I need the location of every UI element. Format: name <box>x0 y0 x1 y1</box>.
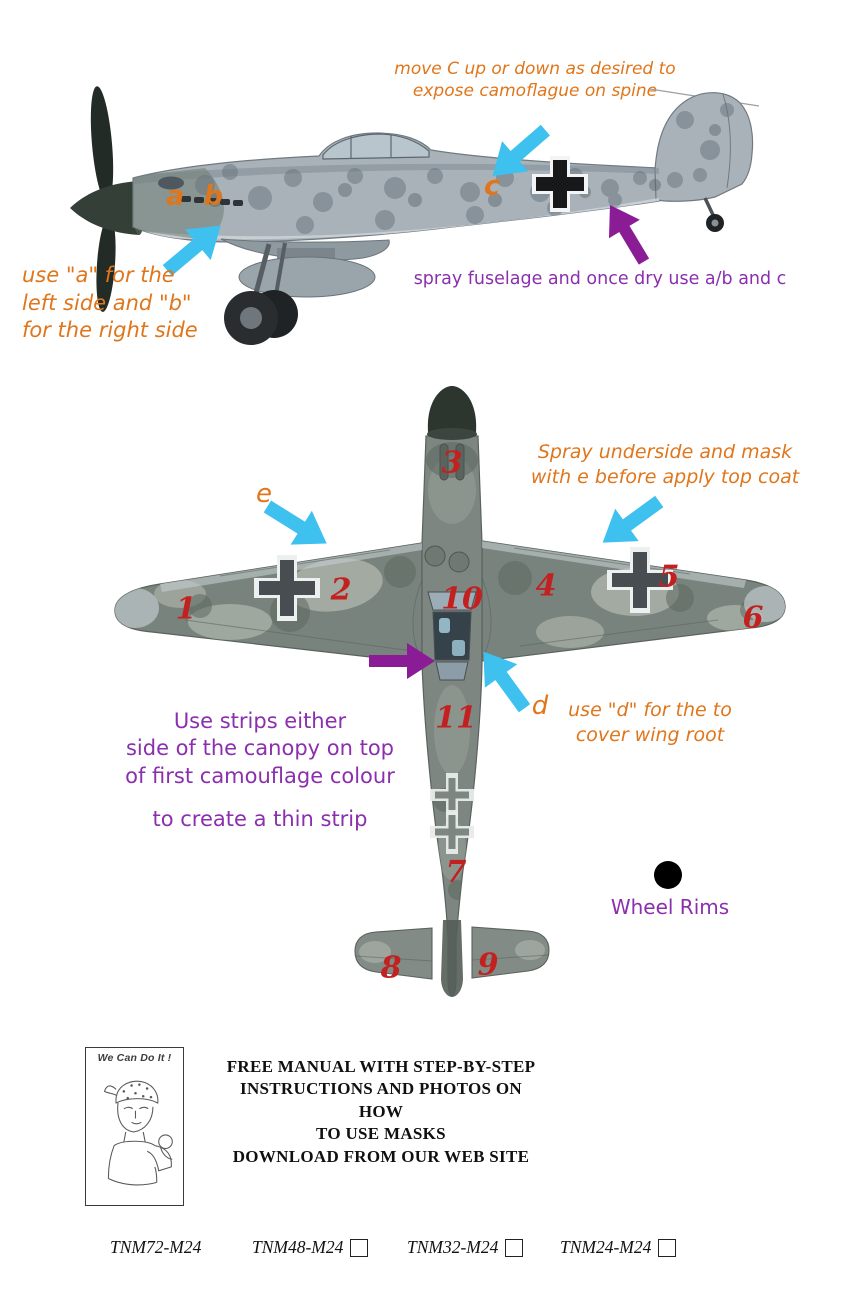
cyan-arrow-cowl <box>154 210 233 286</box>
note-canopy-strips: Use strips either side of the canopy on … <box>125 709 395 788</box>
note-use-a: use "a" for the left side and "b" for th… <box>22 263 198 343</box>
fin-strip <box>441 920 463 997</box>
propeller <box>90 86 116 312</box>
note-use-d: use "d" for the to cover wing root <box>568 699 732 747</box>
product-code: TNM24-M24 <box>560 1237 652 1257</box>
manual-line-4: DOWNLOAD FROM OUR WEB SITE <box>232 1146 530 1166</box>
mask-number-2: 2 <box>330 572 352 608</box>
mask-number-11: 11 <box>435 700 477 736</box>
mask-number-1: 1 <box>175 591 197 627</box>
manual-text-block: FREE MANUAL WITH STEP-BY-STEP INSTRUCTIO… <box>220 1056 542 1168</box>
fuselage-cross-top-2 <box>430 810 474 854</box>
mask-number-7: 7 <box>445 854 467 890</box>
product-tnm48: TNM48-M24 <box>252 1237 369 1258</box>
cyan-arrow-spine <box>479 115 558 191</box>
wheel-bulge-right <box>448 551 470 573</box>
manual-line-1: FREE MANUAL WITH STEP-BY-STEP <box>226 1057 536 1076</box>
marker-c: c <box>483 170 501 202</box>
product-code: TNM72-M24 <box>110 1237 202 1257</box>
product-tnm24: TNM24-M24 <box>560 1237 677 1258</box>
marker-ab: a b <box>166 180 228 212</box>
purple-arrow-canopy <box>365 641 435 681</box>
mask-number-3: 3 <box>441 445 463 481</box>
product-tnm72: TNM72-M24 <box>110 1237 201 1258</box>
product-code: TNM48-M24 <box>252 1237 344 1257</box>
manual-line-2: INSTRUCTIONS AND PHOTOS ON HOW <box>240 1079 522 1121</box>
right-wing-cross <box>607 547 673 613</box>
wheel-rim-dot <box>654 861 682 889</box>
marker-d: d <box>531 691 549 721</box>
left-wing-cross <box>254 555 320 621</box>
product-checkbox[interactable] <box>350 1238 369 1257</box>
cyan-arrow-d <box>467 640 541 720</box>
camouflage-mottle <box>133 103 734 240</box>
fuselage-cross <box>532 156 588 212</box>
tail-wheel <box>703 197 724 232</box>
aircraft-side-view <box>70 86 754 345</box>
product-tnm32: TNM32-M24 <box>407 1237 524 1258</box>
rosie-poster: We Can Do It ! <box>85 1047 184 1206</box>
right-tailplane <box>471 926 550 979</box>
spinner-top <box>427 386 477 440</box>
mask-number-10: 10 <box>441 581 483 617</box>
canopy <box>322 133 430 160</box>
product-checkbox[interactable] <box>658 1238 677 1257</box>
rosie-poster-illustration <box>103 1080 173 1186</box>
fuselage-cross-top-1 <box>430 773 474 817</box>
poster-title: We Can Do It ! <box>97 1052 172 1064</box>
supercharger-intake <box>158 176 184 190</box>
mask-number-5: 5 <box>658 559 680 595</box>
left-tailplane <box>354 927 433 980</box>
exhaust-stubs <box>181 196 243 206</box>
note-underside: Spray underside and mask with e before a… <box>530 441 800 489</box>
product-code: TNM32-M24 <box>407 1237 499 1257</box>
gun-troughs <box>439 443 465 481</box>
drop-tank <box>238 248 376 298</box>
cyan-arrow-e-left <box>257 489 338 560</box>
wheel-rims-label: Wheel Rims <box>610 895 730 919</box>
landing-gear <box>224 242 298 345</box>
marker-e: e <box>256 479 272 509</box>
note-spray-fuselage: spray fuselage and once dry use a/b and … <box>413 269 787 289</box>
canopy-top <box>427 591 477 681</box>
wheel-bulge-left <box>424 545 446 567</box>
mask-number-8: 8 <box>380 950 402 986</box>
note-move-c: move C up or down as desired to expose c… <box>394 59 676 102</box>
mask-number-6: 6 <box>742 600 764 636</box>
aircraft-top-view <box>114 386 786 997</box>
purple-arrow-fuselage <box>593 195 663 276</box>
product-checkbox[interactable] <box>505 1238 524 1257</box>
note-thin-strip: to create a thin strip <box>152 807 368 831</box>
mask-number-9: 9 <box>477 947 499 983</box>
cyan-arrow-e-right <box>591 485 671 559</box>
mask-number-4: 4 <box>535 568 557 604</box>
manual-line-3: TO USE MASKS <box>316 1124 446 1144</box>
